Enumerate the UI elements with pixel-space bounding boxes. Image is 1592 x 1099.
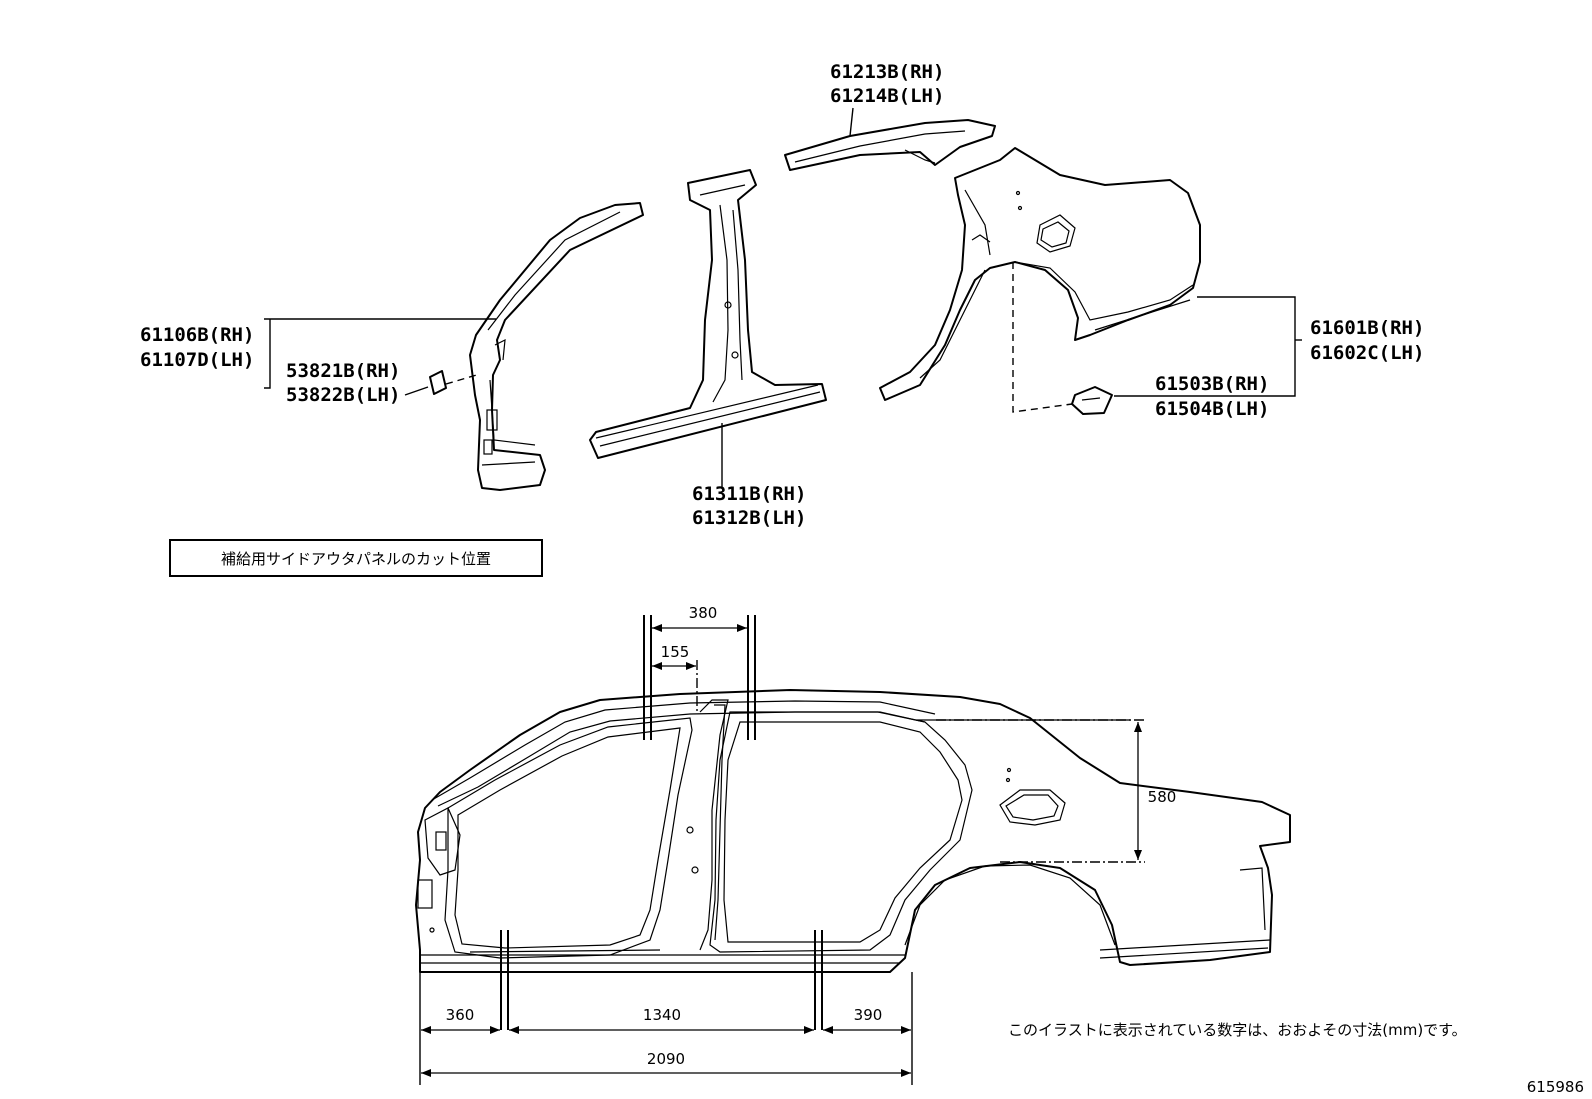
- label-61213B: 61213B(RH): [830, 61, 944, 83]
- roof-side-rail-part: [784, 119, 996, 171]
- label-61602C: 61602C(LH): [1310, 342, 1424, 364]
- dimension-note: このイラストに表示されている数字は、おおよその寸法(mm)です。: [1008, 1021, 1467, 1039]
- label-61503B: 61503B(RH): [1155, 373, 1269, 395]
- dim-390: 390: [854, 1006, 883, 1024]
- label-53821B: 53821B(RH): [286, 360, 400, 382]
- label-61107D: 61107D(LH): [140, 349, 254, 371]
- dim-380: 380: [689, 604, 718, 622]
- dim-155: 155: [661, 643, 690, 661]
- dimension-labels: 380 155 580 360 1340 390 2090: [446, 604, 1177, 1068]
- label-61504B: 61504B(LH): [1155, 398, 1269, 420]
- label-61106B: 61106B(RH): [140, 324, 254, 346]
- leader-lines: [264, 107, 1302, 487]
- dimension-lines: [419, 624, 1145, 1085]
- label-61311B: 61311B(RH): [692, 483, 806, 505]
- quarter-bracket-part: [1071, 386, 1113, 415]
- dim-2090: 2090: [647, 1050, 685, 1068]
- center-pillar-rocker-part: [589, 169, 827, 459]
- label-53822B: 53822B(LH): [286, 384, 400, 406]
- figure-id: 615986: [1527, 1078, 1584, 1096]
- label-61312B: 61312B(LH): [692, 507, 806, 529]
- quarter-panel-part: [879, 147, 1201, 401]
- cut-position-title: 補給用サイドアウタパネルのカット位置: [221, 550, 491, 568]
- bracket-part: [429, 370, 447, 395]
- front-pillar-part: [469, 202, 644, 491]
- dim-580: 580: [1148, 788, 1177, 806]
- label-61214B: 61214B(LH): [830, 85, 944, 107]
- label-61601B: 61601B(RH): [1310, 317, 1424, 339]
- cut-marks: [500, 615, 1130, 1030]
- side-outer-panel: [415, 689, 1291, 973]
- dim-1340: 1340: [643, 1006, 681, 1024]
- cut-position-title-box: 補給用サイドアウタパネルのカット位置: [169, 539, 543, 577]
- dim-360: 360: [446, 1006, 475, 1024]
- part-labels: 61213B(RH) 61214B(LH) 61106B(RH) 61107D(…: [140, 61, 1424, 529]
